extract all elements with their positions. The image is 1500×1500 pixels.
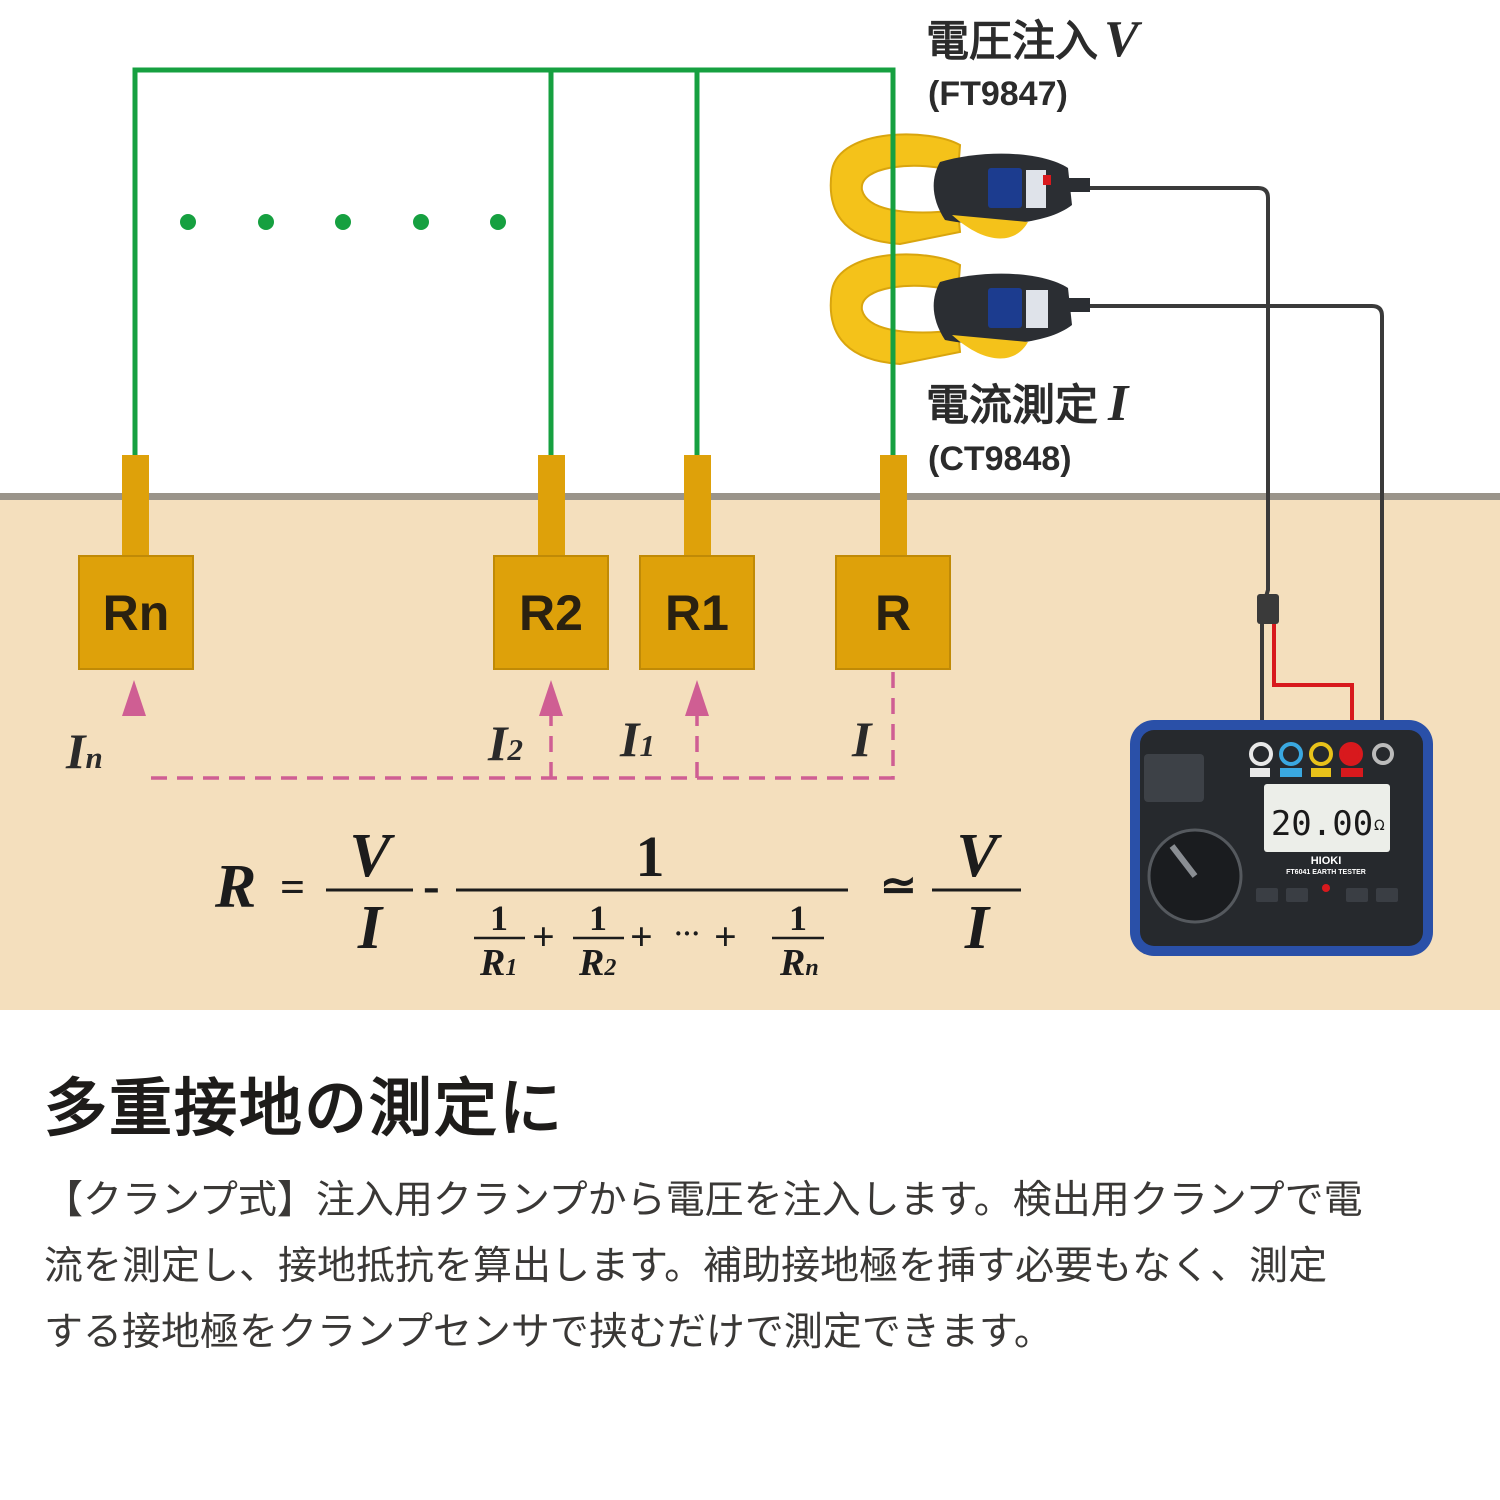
description-text: 【クランプ式】注入用クランプから電圧を注入します。検出用クランプで電 流を測定し… [44,1168,1469,1366]
description-line-2: 流を測定し、接地抵抗を算出します。補助接地極を挿す必要もなく、測定 [44,1244,1328,1289]
arrow-up-icon [685,680,709,716]
formula-lhs: R [214,853,256,921]
tester-button [1376,888,1398,902]
voltage-clamp-title: 電圧注入 [926,17,1098,67]
electrode-rn: Rn [78,455,194,670]
formula-sum-num-n: 1 [789,898,807,938]
arrow-up-icon [539,680,563,716]
current-clamp-symbol: I [1107,375,1130,432]
ground-line [0,493,1500,500]
formula-ellipsis: ··· [674,919,700,948]
test-leads [1090,186,1384,742]
electrode-r: R [835,455,951,670]
description-line-3: する接地極をクランプセンサで挟むだけで測定できます。 [44,1310,1053,1355]
current-return-path [146,672,895,780]
electrode-label-r1: R1 [665,585,729,641]
page-headline: 多重接地の測定に [44,1072,564,1145]
tester-terminals [1249,742,1394,766]
description-line-1: 【クランプ式】注入用クランプから電圧を注入します。検出用クランプで電 [44,1178,1363,1223]
tester-model: FT6041 EARTH TESTER [1286,869,1366,876]
arrow-up-icon [122,680,146,716]
formula-plus-2: + [630,914,653,959]
multi-grounding-diagram: Rn R2 R1 R In I2 I1 I [0,11,1500,1010]
electrode-label-r2: R2 [519,585,583,641]
more-electrodes-dots [180,214,506,230]
resistance-formula: R = V I - 1 1 R1 + 1 R2 + ··· + 1 Rn ≃ V… [214,822,1021,984]
earth-tester-icon: 20.00 Ω HIOKI FT6041 EARTH TESTER [1130,720,1433,956]
electrode-label-r: R [875,585,911,641]
tester-display-unit: Ω [1374,818,1385,834]
formula-term1-den: I [357,894,384,962]
lead-connector [1257,594,1279,624]
current-detection-clamp-icon [829,253,1090,366]
connection-wires [132,67,896,458]
electrode-r2: R2 [493,455,609,670]
current-label-i2: I2 [487,715,523,771]
formula-sum-den-n: Rn [779,942,819,984]
formula-approx: ≃ [880,861,917,910]
formula-plus-3: + [714,914,737,959]
electrode-r1: R1 [639,455,755,670]
formula-sum-num-2: 1 [589,898,607,938]
formula-sum-den-1: R1 [479,942,517,984]
formula-minus: - [423,857,440,913]
tester-button [1256,888,1278,902]
formula-rhs-num: V [956,822,1002,890]
tester-brand: HIOKI [1311,855,1342,867]
voltage-injection-clamp-icon [829,133,1090,246]
formula-sum-num-1: 1 [490,898,508,938]
current-label-i: I [851,711,873,767]
voltage-clamp-symbol: V [1104,11,1143,68]
formula-rhs-den: I [964,894,991,962]
current-clamp-model: (CT9848) [928,440,1072,478]
formula-term2-num: 1 [636,824,665,889]
formula-sum-den-2: R2 [578,942,616,984]
current-arrows [122,680,709,716]
voltage-clamp-model: (FT9847) [928,75,1068,113]
formula-equals: = [280,863,305,912]
current-label-i1: I1 [619,711,655,767]
current-label-in: In [65,723,103,779]
tester-screen [1264,784,1390,852]
tester-button [1346,888,1368,902]
tester-button [1286,888,1308,902]
formula-plus-1: + [532,914,555,959]
current-clamp-title: 電流測定 [926,381,1098,431]
current-labels: In I2 I1 I [65,711,873,779]
tester-display-value: 20.00 [1271,804,1373,844]
electrode-label-rn: Rn [103,585,170,641]
formula-term1-num: V [349,822,395,890]
